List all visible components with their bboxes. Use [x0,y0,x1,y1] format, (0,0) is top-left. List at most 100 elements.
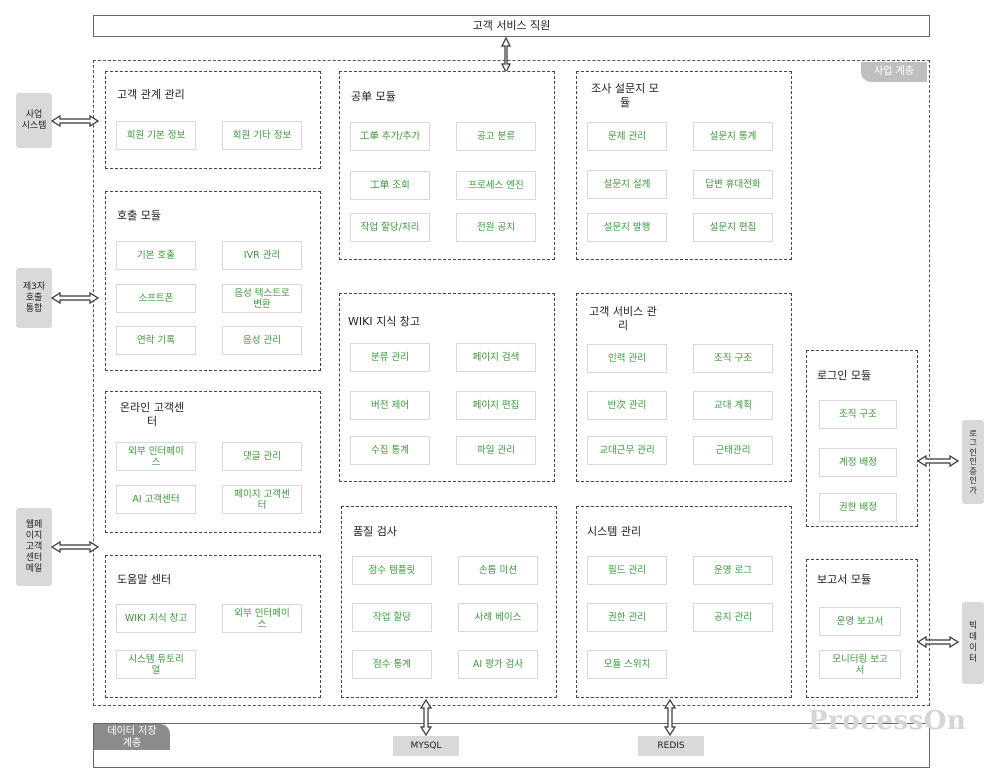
arrow-right-2 [916,635,960,649]
section-title: 로그인 모듈 [817,369,872,382]
arrow-left-3 [50,540,100,554]
call-item: 연락 기록 [116,326,196,355]
login-item: 계정 배정 [819,448,897,477]
call-item: 소프트폰 [116,284,196,313]
survey-item: 설문지 편집 [693,213,773,242]
quality-item: 작업 할당 [352,603,432,632]
online-item: 댓글 관리 [222,442,302,471]
call-item: 음성 관리 [222,326,302,355]
business-layer-container [93,60,930,706]
survey-item: 설문지 설계 [587,170,667,199]
section-report: 보고서 모듈 운영 보고서 모니터링 보고 서 [806,559,918,698]
section-help-center: 도움말 센터 WIKI 지식 창고 외부 인터페이 스 시스템 튜토리 얼 [105,555,321,698]
arrow-mysql [419,698,433,737]
sys-mgmt-item: 공지 관리 [693,603,773,632]
right-system-bigdata: 빅 데 이 터 [962,602,984,684]
help-item: WIKI 지식 창고 [116,604,196,633]
business-layer-tag: 사업 계층 [861,62,927,82]
ticket-item: 工单 추가/추가 [350,122,430,151]
ticket-item: 공고 분류 [456,122,536,151]
section-system-management: 시스템 관리 필드 관리 운영 로그 권한 관리 공지 관리 모듈 스위치 [576,506,792,698]
sys-mgmt-item: 필드 관리 [587,556,667,585]
login-item: 권한 배정 [819,493,897,522]
arrow-right-1 [916,454,960,468]
quality-item: 손톱 미션 [458,556,538,585]
arrow-redis [663,698,677,737]
wiki-item: 버전 제어 [350,391,430,420]
section-survey: 조사 설문지 모 듈 문제 관리 설문지 통계 설문지 설계 답변 휴대전화 설… [576,71,792,260]
wiki-item: 페이지 편집 [456,391,536,420]
cs-mgmt-item: 교대 계획 [693,391,773,420]
right-system-login-auth: 로 그 인 인 증 인 가 [962,420,984,504]
online-item: 페이지 고객센 터 [222,485,302,514]
data-layer-container [93,723,930,768]
quality-item: 점수 통계 [352,650,432,679]
section-title: WIKI 지식 창고 [348,315,421,328]
section-title: 조사 설문지 모 듈 [591,82,659,109]
arrow-top [501,36,511,74]
section-wiki: WIKI 지식 창고 분류 관리 페이지 검색 버전 제어 페이지 편집 수집 … [339,293,555,482]
quality-item: AI 평가 검사 [458,650,538,679]
sys-mgmt-item: 모듈 스위치 [587,650,667,679]
ticket-item: 프로세스 엔진 [456,171,536,200]
section-title: 시스템 관리 [587,525,642,538]
section-title: 품질 검사 [353,525,397,538]
wiki-item: 수집 통계 [350,436,430,465]
left-system-third-party: 제3자 호출 통합 [16,268,52,328]
section-online-cs: 온라인 고객센 터 외부 인터페이 스 댓글 관리 AI 고객센터 페이지 고객… [105,391,321,533]
call-item: IVR 관리 [222,241,302,270]
redis-db: REDIS [638,736,704,756]
quality-item: 점수 템플릿 [352,556,432,585]
mysql-db: MYSQL [393,736,459,756]
survey-item: 설문지 발행 [587,213,667,242]
wiki-item: 페이지 검색 [456,343,536,372]
cs-mgmt-item: 조직 구조 [693,344,773,373]
wiki-item: 파일 관리 [456,436,536,465]
report-item: 모니터링 보고 서 [819,650,901,679]
section-title: 고객 서비스 관 리 [589,305,657,332]
customer-service-staff-bar: 고객 서비스 직원 [93,15,930,37]
call-item: 기본 호출 [116,241,196,270]
section-call: 호출 모듈 기본 호출 IVR 관리 소프트폰 음성 텍스트로 변환 연락 기록… [105,191,321,371]
sys-mgmt-item: 권한 관리 [587,603,667,632]
help-item: 외부 인터페이 스 [222,604,302,633]
section-title: 고객 관계 관리 [117,88,185,101]
arrow-left-2 [50,291,100,305]
ticket-item: 전원 공지 [456,213,536,242]
survey-item: 답변 휴대전화 [693,170,773,199]
left-system-web-mail: 웹페 이지 고객 센터 메일 [16,508,52,586]
online-item: 외부 인터페이 스 [116,442,196,471]
section-crm: 고객 관계 관리 회원 기본 정보 회원 기타 정보 [105,71,321,169]
survey-item: 설문지 통계 [693,122,773,151]
call-item: 음성 텍스트로 변환 [222,284,302,313]
data-layer-tag: 데이터 저장 계층 [94,724,170,750]
login-item: 조직 구조 [819,400,897,429]
sys-mgmt-item: 운영 로그 [693,556,773,585]
online-item: AI 고객센터 [116,485,196,514]
section-quality: 품질 검사 점수 템플릿 손톱 미션 작업 할당 사례 베이스 점수 통계 AI… [341,506,557,698]
section-login: 로그인 모듈 조직 구조 계정 배정 권한 배정 [806,350,918,527]
arrow-left-1 [50,114,100,128]
section-title: 보고서 모듈 [817,573,872,586]
cs-mgmt-item: 교대근무 관리 [587,436,667,465]
crm-item: 회원 기본 정보 [116,121,196,150]
wiki-item: 분류 관리 [350,343,430,372]
left-system-business: 사업 시스템 [16,93,52,148]
section-cs-management: 고객 서비스 관 리 인력 관리 조직 구조 반次 관리 교대 계획 교대근무 … [576,293,792,482]
help-item: 시스템 튜토리 얼 [116,650,196,679]
section-title: 공单 모듈 [351,90,396,103]
crm-item: 회원 기타 정보 [222,121,302,150]
processon-watermark: ProcessOn [808,706,967,736]
ticket-item: 工单 조회 [350,171,430,200]
section-title: 온라인 고객센 터 [119,401,185,428]
section-title: 호출 모듈 [117,209,161,222]
cs-mgmt-item: 인력 관리 [587,344,667,373]
cs-mgmt-item: 근태관리 [693,436,773,465]
survey-item: 문제 관리 [587,122,667,151]
cs-mgmt-item: 반次 관리 [587,391,667,420]
section-ticket: 공单 모듈 工单 추가/추가 공고 분류 工单 조회 프로세스 엔진 작업 할당… [339,71,555,260]
section-title: 도움말 센터 [117,573,172,586]
ticket-item: 작업 할당/처리 [350,213,430,242]
quality-item: 사례 베이스 [458,603,538,632]
